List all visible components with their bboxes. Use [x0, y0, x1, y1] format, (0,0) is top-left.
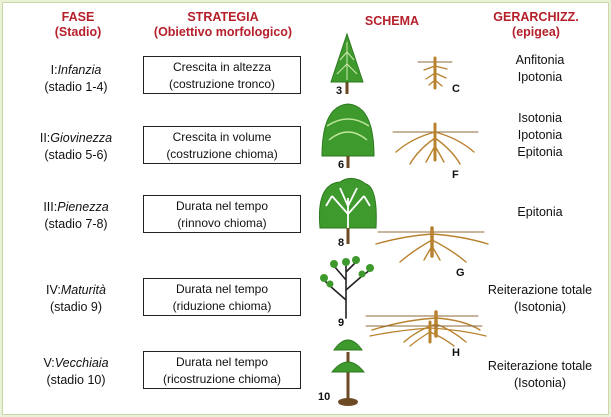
root-letter: F: [452, 169, 459, 181]
hierarchy-list-5: Reiterazione totale (Isotonia): [470, 358, 610, 392]
hierarchy-item: (Isotonia): [513, 376, 567, 390]
header-strategia-title: STRATEGIA: [187, 10, 259, 24]
stage-roman: I:: [50, 63, 58, 77]
strategy-line-2: (rinnovo chioma): [177, 216, 267, 230]
stage-label-1: I:Infanzia (stadio 1-4): [20, 62, 132, 96]
tree-9-illustration: 9: [320, 256, 374, 329]
hierarchy-item: (Isotonia): [513, 300, 567, 314]
tree-6-illustration: 6: [321, 103, 375, 171]
stage-phase: Infanzia: [57, 63, 102, 77]
stage-phase: Pienezza: [57, 200, 109, 214]
stage-phase: Maturità: [60, 283, 106, 297]
hierarchy-list-4: Reiterazione totale (Isotonia): [470, 282, 610, 316]
root-f-illustration: F: [392, 122, 479, 181]
header-schema: SCHEMA: [364, 14, 420, 28]
root-h-illustration: H: [365, 320, 487, 359]
stage-range: (stadio 5-6): [44, 148, 108, 162]
strategy-line-2: (costruzione tronco): [168, 77, 276, 91]
stage-roman: III:: [43, 200, 58, 214]
stage-phase: Vecchiaia: [54, 356, 109, 370]
header-gerarchia: GERARCHIZZ. (epigea): [476, 10, 596, 40]
tree-10-illustration: 10: [318, 339, 366, 406]
hierarchy-list-3: Epitonia: [470, 204, 610, 221]
header-fase: FASE (Stadio): [48, 10, 108, 40]
hierarchy-item: Isotonia: [518, 111, 562, 125]
strategy-line-1: Durata nel tempo: [175, 199, 269, 213]
header-fase-sub: (Stadio): [54, 25, 102, 39]
stage-range: (stadio 9): [49, 300, 103, 314]
hierarchy-item: Ipotonia: [517, 128, 563, 142]
stage-label-5: V:Vecchiaia (stadio 10): [20, 355, 132, 389]
strategy-line-1: Crescita in volume: [172, 130, 272, 144]
hierarchy-list-1: Anfitonia Ipotonia: [470, 52, 610, 86]
tree-number: 3: [336, 85, 342, 97]
stage-range: (stadio 7-8): [44, 217, 108, 231]
strategy-line-2: (riduzione chioma): [172, 299, 272, 313]
hierarchy-item: Epitonia: [517, 145, 563, 159]
stage-roman: V:: [43, 356, 55, 370]
stage-label-4: IV:Maturità (stadio 9): [20, 282, 132, 316]
root-letter: H: [452, 347, 460, 359]
tree-8-illustration: 8: [318, 178, 377, 249]
tree-3-illustration: 3: [330, 32, 364, 97]
strategy-line-1: Durata nel tempo: [175, 355, 269, 369]
stage-roman: II:: [39, 131, 51, 145]
tree-number: 8: [338, 237, 344, 249]
root-pienezza-illustration: [375, 226, 489, 263]
stage-roman: IV:: [46, 283, 61, 297]
strategy-box-4: Durata nel tempo (riduzione chioma): [143, 278, 301, 316]
hierarchy-item: Reiterazione totale: [487, 283, 593, 297]
strategy-box-1: Crescita in altezza (costruzione tronco): [143, 56, 301, 94]
hierarchy-item: Reiterazione totale: [487, 359, 593, 373]
stage-range: (stadio 10): [46, 373, 106, 387]
tree-number: 10: [318, 391, 330, 403]
header-strategia-sub: (Obiettivo morfologico): [153, 25, 293, 39]
hierarchy-item: Ipotonia: [517, 70, 563, 84]
root-g-illustration: G: [365, 267, 481, 343]
hierarchy-list-2: Isotonia Ipotonia Epitonia: [470, 110, 610, 161]
strategy-box-3: Durata nel tempo (rinnovo chioma): [143, 195, 301, 233]
strategy-line-1: Durata nel tempo: [175, 282, 269, 296]
stage-label-2: II:Giovinezza (stadio 5-6): [20, 130, 132, 164]
strategy-line-2: (ricostruzione chioma): [162, 372, 282, 386]
stage-range: (stadio 1-4): [44, 80, 108, 94]
header-fase-title: FASE: [61, 10, 95, 24]
root-c-illustration: C: [417, 56, 460, 95]
stage-label-3: III:Pienezza (stadio 7-8): [20, 199, 132, 233]
header-gerarchia-title: GERARCHIZZ.: [493, 10, 579, 24]
root-letter: C: [452, 83, 460, 95]
tree-number: 6: [338, 159, 344, 171]
root-letter: G: [456, 267, 465, 279]
stage-phase: Giovinezza: [50, 131, 113, 145]
strategy-line-2: (costruzione chioma): [166, 147, 278, 161]
hierarchy-item: Anfitonia: [515, 53, 565, 67]
header-gerarchia-sub: (epigea): [512, 25, 560, 39]
hierarchy-item: Epitonia: [517, 205, 563, 219]
strategy-box-5: Durata nel tempo (ricostruzione chioma): [143, 351, 301, 389]
strategy-line-1: Crescita in altezza: [172, 60, 272, 74]
header-strategia: STRATEGIA (Obiettivo morfologico): [148, 10, 298, 40]
strategy-box-2: Crescita in volume (costruzione chioma): [143, 126, 301, 164]
tree-number: 9: [338, 317, 344, 329]
